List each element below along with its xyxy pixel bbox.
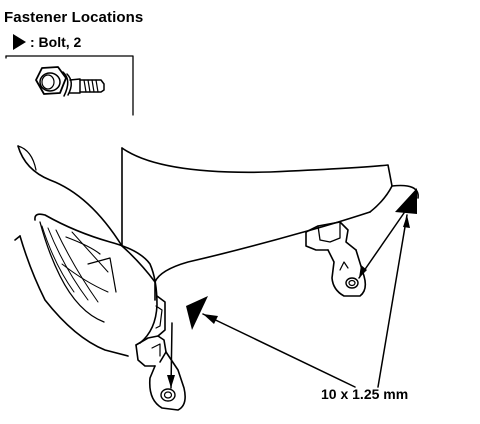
- diagram-title: Fastener Locations: [4, 9, 144, 26]
- front-bracket: [135, 295, 186, 411]
- bolt-marker-rear: [395, 188, 417, 214]
- legend: : Bolt, 2: [13, 34, 81, 50]
- leader-arrowheads: [167, 215, 410, 388]
- bolt-location-markers: [186, 188, 417, 330]
- bolt-marker-front: [186, 296, 208, 330]
- bolt-icon: [5, 55, 134, 116]
- seat-cushion: [14, 145, 419, 357]
- bolt-spec-label: 10 x 1.25 mm: [321, 386, 409, 402]
- legend-label: : Bolt, 2: [30, 34, 82, 50]
- rear-bracket: [305, 221, 367, 297]
- triangle-marker-icon: [13, 34, 26, 50]
- leader-lines: [170, 212, 408, 389]
